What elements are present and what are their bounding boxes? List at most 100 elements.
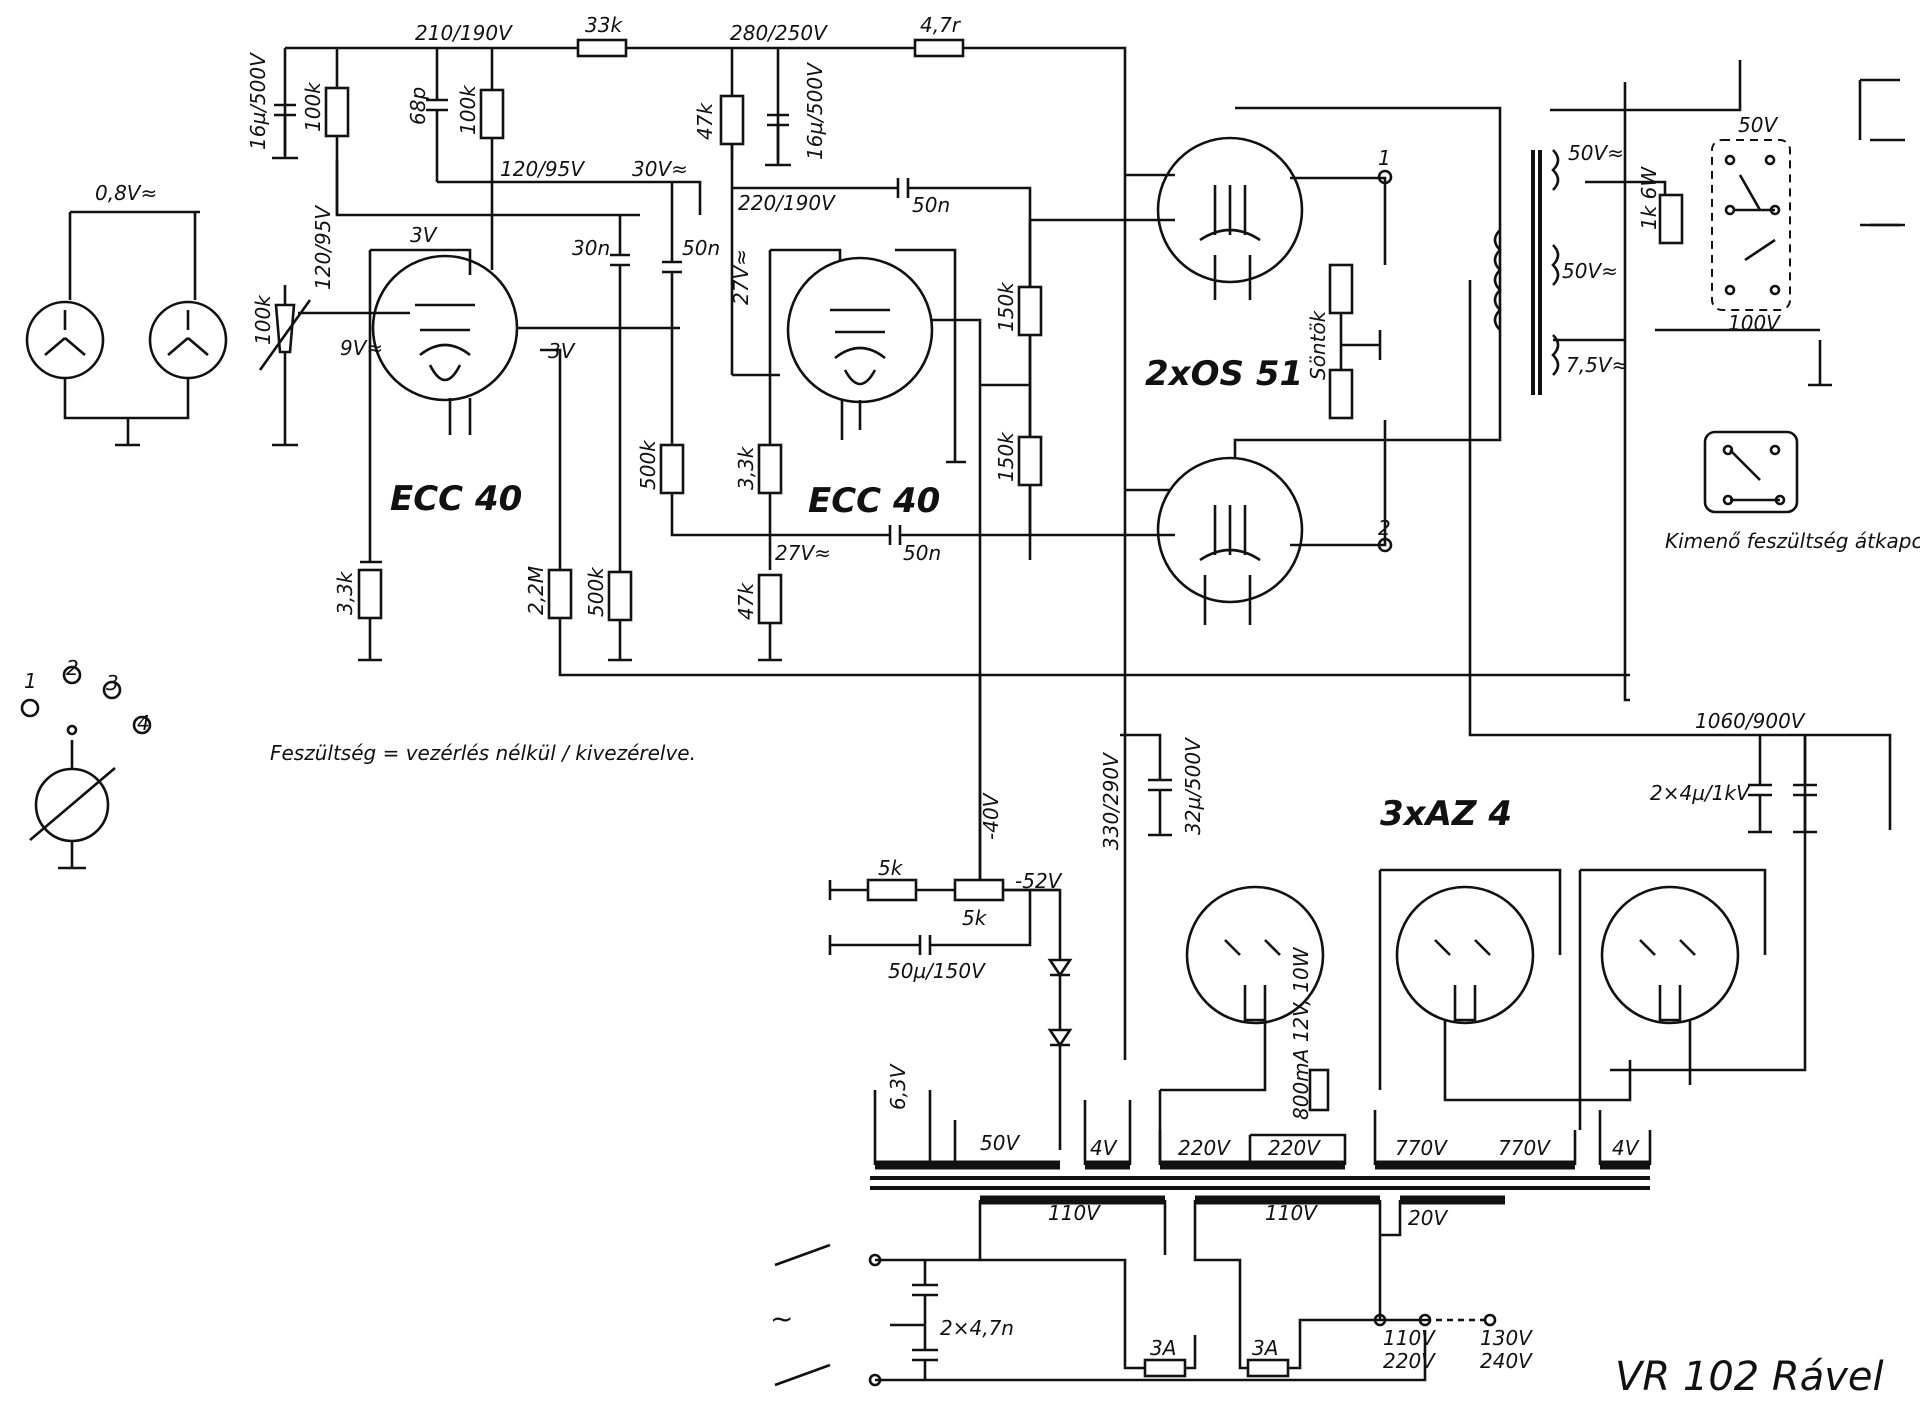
label-4r7: 4,7r — [920, 13, 962, 37]
label-32u: 32µ/500V — [1181, 737, 1205, 835]
resistor-500k-b — [659, 443, 685, 495]
voltage-210: 210/190V — [415, 21, 513, 45]
sec-4v-a: 4V — [1090, 1136, 1118, 1160]
sec-50v: 50V — [980, 1131, 1020, 1155]
resistor-3k3-c — [757, 443, 783, 495]
tube-label-az4: 3xAZ 4 — [1380, 794, 1512, 834]
voltage-neg40: -40V — [979, 792, 1003, 840]
resistor-47k-a — [719, 94, 745, 146]
resistor-3k3-b — [357, 568, 383, 620]
tx-winding-3: 7,5V≈ — [1566, 353, 1628, 377]
switch-pos-4: 4 — [137, 711, 150, 735]
label-pot-100k: 100k — [251, 294, 275, 345]
resistor-100k-b — [479, 88, 505, 140]
output-label-1: 1 — [1378, 146, 1391, 170]
voltage-08: 0,8V≈ — [95, 181, 157, 205]
voltage-note: Feszültség = vezérlés nélkül / kivezérel… — [270, 741, 696, 765]
output-switch-icon — [1703, 430, 1799, 514]
mains-symbol: ~ — [770, 1302, 793, 1335]
output-terminal-2 — [1377, 537, 1393, 553]
cap-16u-a — [272, 103, 298, 160]
label-16u-a: 16µ/500V — [246, 52, 270, 150]
diode-pair — [1047, 958, 1073, 1048]
voltage-9: 9V≈ — [340, 336, 383, 360]
resistor-150k-b — [1017, 435, 1043, 487]
selector-tap-100: 100V — [1728, 311, 1781, 335]
lamp-800ma — [1308, 1068, 1330, 1112]
label-1k-6w: 1k 6W — [1637, 166, 1661, 230]
label-5k-b: 5k — [962, 906, 988, 930]
sec-770v-b: 770V — [1498, 1136, 1551, 1160]
input-socket-2 — [148, 300, 228, 380]
label-fuse-b: 3A — [1252, 1336, 1278, 1360]
sec-6v3: 6,3V — [886, 1063, 910, 1110]
label-shunt: Söntök — [1306, 309, 1330, 380]
selector-tap-50: 50V — [1738, 113, 1778, 137]
resistor-150k-a — [1017, 285, 1043, 337]
resistor-2m2 — [547, 568, 573, 620]
selector-knob-symbol — [20, 665, 152, 870]
pri-110v-a: 110V — [1048, 1201, 1101, 1225]
label-33k: 33k — [585, 13, 623, 37]
rectifier-az4-3 — [1600, 885, 1740, 1025]
b-plus-rail — [283, 46, 1127, 1060]
label-2x4u: 2×4µ/1kV — [1650, 781, 1751, 805]
cap-16u-b — [765, 113, 791, 167]
resistor-500k-a — [607, 570, 633, 622]
voltage-120b: 120/95V — [311, 205, 335, 290]
fuse-3a-a — [1143, 1358, 1187, 1378]
switch-note: Kimenő feszültség átkapcsoló (alulnézet) — [1665, 529, 1920, 553]
voltage-30: 30V≈ — [632, 157, 688, 181]
label-150k-b: 150k — [994, 431, 1018, 482]
resistor-33k — [576, 38, 628, 58]
resistor-4r7 — [913, 38, 965, 58]
tx-winding-1: 50V≈ — [1568, 141, 1624, 165]
label-16u-b: 16µ/500V — [803, 62, 827, 160]
tube-os51-upper — [1156, 136, 1304, 300]
selector-switch-box — [1711, 139, 1791, 311]
input-socket-1 — [25, 300, 105, 380]
tx-winding-2: 50V≈ — [1562, 259, 1618, 283]
label-68p: 68p — [406, 87, 430, 125]
voltage-280: 280/250V — [730, 21, 828, 45]
label-500k-b: 500k — [636, 439, 660, 490]
sec-220v-b: 220V — [1268, 1136, 1321, 1160]
tube-ecc40-2 — [786, 256, 934, 440]
sel-110v: 110V — [1383, 1326, 1436, 1350]
output-transformer — [1493, 149, 1560, 395]
resistor-100k-a — [324, 86, 350, 138]
voltage-27b: 27V≈ — [775, 541, 831, 565]
tube-os51-lower — [1156, 456, 1304, 625]
resistor-5k-a — [866, 878, 918, 902]
tube-label-ecc40-1: ECC 40 — [390, 479, 522, 519]
voltage-27a: 27V≈ — [729, 249, 753, 305]
sec-4v-b: 4V — [1612, 1136, 1640, 1160]
pri-20v: 20V — [1408, 1206, 1448, 1230]
label-3k3-c: 3,3k — [734, 445, 758, 490]
label-47k-b: 47k — [734, 582, 758, 620]
label-3k3-b: 3,3k — [333, 570, 357, 615]
tube-label-ecc40-2: ECC 40 — [808, 481, 940, 521]
label-500k-a: 500k — [584, 566, 608, 617]
voltage-1060: 1060/900V — [1695, 709, 1806, 733]
fuse-3a-b — [1246, 1358, 1290, 1378]
voltage-120a: 120/95V — [500, 157, 585, 181]
sec-770v-a: 770V — [1395, 1136, 1448, 1160]
tube-ecc40-1 — [371, 254, 519, 435]
switch-pos-3: 3 — [106, 671, 119, 695]
label-47k-a: 47k — [693, 102, 717, 140]
pri-110v-b: 110V — [1265, 1201, 1318, 1225]
label-150k-a: 150k — [994, 281, 1018, 332]
rectifier-az4-1 — [1185, 885, 1325, 1025]
output-label-2: 2 — [1378, 516, 1391, 540]
label-50n-b: 50n — [682, 236, 720, 260]
label-30n: 30n — [572, 236, 610, 260]
resistor-shunt-a — [1328, 263, 1354, 315]
resistor-shunt-b — [1328, 368, 1354, 420]
rectifier-az4-2 — [1395, 885, 1535, 1025]
tube-label-os51: 2xOS 51 — [1145, 354, 1303, 394]
resistor-1k-6w — [1658, 193, 1684, 245]
label-5k-a: 5k — [878, 856, 904, 880]
switch-pos-1: 1 — [24, 669, 37, 693]
